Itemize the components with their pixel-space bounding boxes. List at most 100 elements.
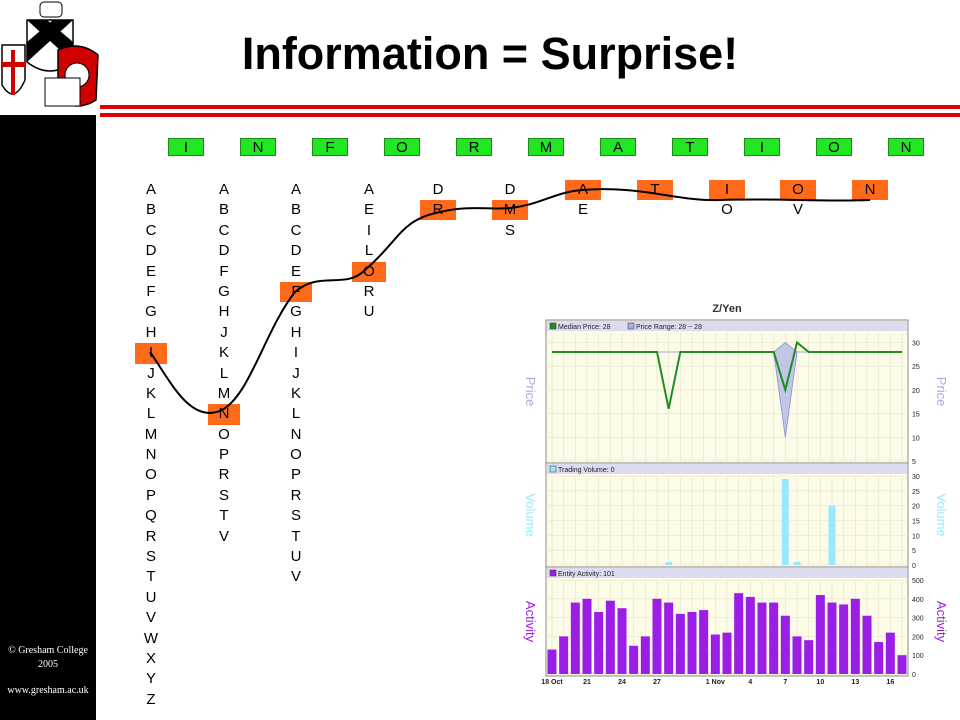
selected-letter: O	[352, 261, 386, 282]
letter-cell: V	[792, 201, 803, 219]
letter-cell: J	[220, 323, 228, 341]
activity-bar	[652, 598, 662, 674]
letter-cell: H	[145, 323, 157, 341]
gresham-crest-logo: ★★	[1, 1, 99, 107]
x-tick-label: 13	[851, 679, 859, 686]
letter-cell: G	[145, 303, 157, 321]
y-tick-label: 5	[912, 548, 916, 555]
word-letter-box: F	[312, 138, 348, 156]
letter-cell: L	[219, 364, 229, 382]
y-tick-label: 30	[912, 340, 920, 347]
activity-bar	[897, 655, 907, 674]
letter-cell: D	[145, 242, 157, 260]
letter-cell: S	[218, 486, 229, 504]
word-letter-box: I	[744, 138, 780, 156]
activity-bar	[687, 611, 697, 674]
letter-cell: M	[144, 425, 158, 443]
y-tick-label: 300	[912, 616, 924, 623]
volume-bar	[793, 562, 801, 565]
crest-area: ★★	[0, 0, 103, 115]
letter-cell: G	[290, 303, 302, 321]
activity-bar	[862, 615, 872, 674]
selected-letter: O	[780, 180, 816, 200]
axis-label: Activity	[523, 601, 538, 643]
letter-cell: D	[432, 181, 444, 198]
y-tick-label: 25	[912, 489, 920, 496]
word-letter-box: A	[600, 138, 636, 156]
letter-cell: K	[290, 384, 301, 402]
word-letter-box: T	[672, 138, 708, 156]
letter-cell: U	[363, 303, 375, 321]
footer-copyright: © Gresham College	[8, 645, 88, 656]
axis-label: Price	[523, 377, 538, 407]
letter-cell: P	[145, 486, 156, 504]
letter-cell: T	[219, 507, 229, 525]
activity-bar	[710, 634, 720, 674]
letter-cell: B	[218, 201, 229, 219]
legend-bar	[547, 464, 907, 474]
legend-bar	[547, 321, 907, 331]
activity-bar	[827, 602, 837, 674]
activity-bar	[804, 640, 814, 674]
legend-swatch	[549, 322, 557, 330]
letter-cell: M	[217, 384, 231, 402]
letter-cell: F	[146, 282, 156, 300]
activity-bar	[874, 642, 884, 674]
selected-letter: N	[208, 404, 240, 425]
letter-cell: K	[218, 344, 229, 362]
letter-cell: T	[291, 527, 301, 545]
volume-bar	[781, 478, 789, 565]
y-tick-label: 15	[912, 519, 920, 526]
letter-cell: B	[290, 201, 301, 219]
letter-cell: C	[145, 221, 157, 239]
axis-label: Volume	[523, 493, 538, 536]
letter-cell: O	[290, 446, 302, 464]
letter-cell: H	[218, 303, 230, 321]
axis-label: Activity	[934, 601, 949, 643]
letter-cell: X	[145, 649, 156, 667]
letter-cell: Z	[146, 690, 156, 708]
activity-bar	[780, 615, 790, 674]
letter-cell: C	[218, 221, 230, 239]
letter-cell: N	[290, 425, 302, 443]
letter-cell: S	[290, 507, 301, 525]
legend-entry: Median Price: 28	[558, 324, 611, 331]
word-letter-box: O	[384, 138, 420, 156]
letter-cell: W	[143, 629, 159, 647]
letter-cell: N	[145, 446, 157, 464]
x-tick-label: 21	[583, 679, 591, 686]
letter-cell: L	[291, 405, 301, 423]
activity-bar	[582, 598, 592, 674]
letter-cell: D	[290, 242, 302, 260]
page-title: Information = Surprise!	[241, 28, 739, 79]
y-tick-label: 30	[912, 474, 920, 481]
activity-bar	[792, 636, 802, 674]
price-range-band	[552, 341, 902, 438]
svg-text:★★: ★★	[36, 30, 54, 41]
letter-cell: R	[145, 527, 157, 545]
letter-cell: A	[290, 181, 301, 198]
x-tick-label: 27	[653, 679, 661, 686]
selected-letter: N	[852, 180, 888, 200]
letter-cell: U	[290, 548, 302, 566]
word-letter-box: I	[168, 138, 204, 156]
y-tick-label: 20	[912, 504, 920, 511]
footer-url[interactable]: www.gresham.ac.uk	[7, 685, 89, 696]
activity-bar	[769, 602, 779, 674]
letter-cell: U	[145, 588, 157, 606]
activity-bar	[594, 611, 604, 674]
y-tick-label: 400	[912, 597, 924, 604]
letter-cell: P	[218, 446, 229, 464]
letter-cell: E	[363, 201, 374, 219]
selected-letter: M	[492, 200, 528, 221]
x-tick-label: 7	[783, 679, 787, 686]
y-tick-label: 25	[912, 364, 920, 371]
surprise-path-curve	[149, 188, 871, 414]
red-divider-top	[100, 105, 960, 109]
volume-bar	[828, 505, 836, 565]
selected-letter: I	[709, 180, 745, 200]
y-tick-label: 20	[912, 388, 920, 395]
activity-bar	[699, 610, 709, 674]
